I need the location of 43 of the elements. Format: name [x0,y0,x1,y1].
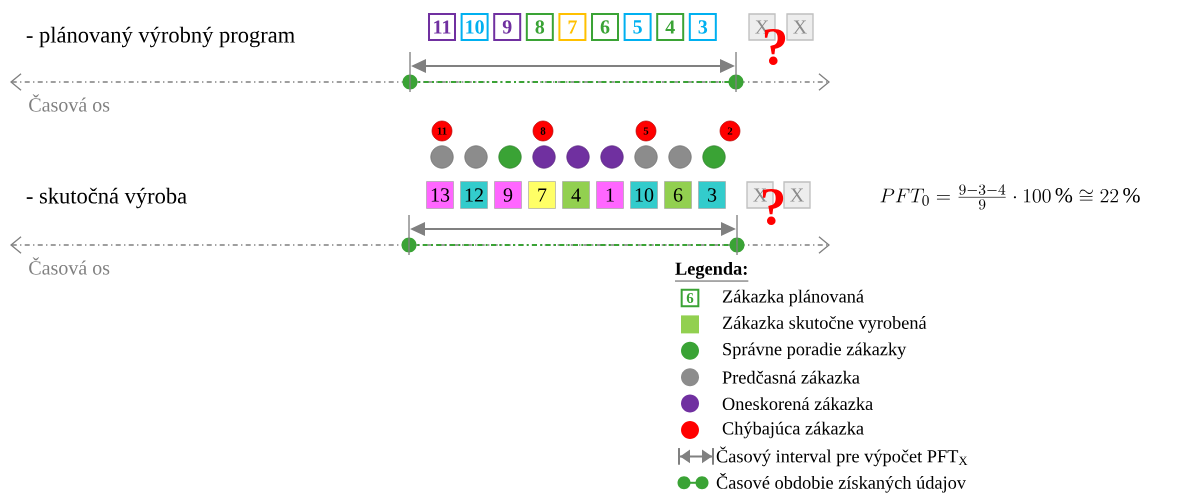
legend-title: Legenda: [674,261,749,282]
order-status-ball [634,145,658,169]
order-status-ball [498,145,522,169]
order-status-ball [430,145,454,169]
legend-text: Chýbajúca zákazka [722,421,864,439]
order-box: 7 [528,181,556,209]
order-status-ball [668,145,692,169]
order-box: 3 [688,13,717,41]
legend-text: Časový interval pre výpočet PFT$_{X}$ [716,446,968,467]
order-box: 10 [630,181,658,209]
legend-text: Zákazka plánovaná [722,289,864,307]
order-box: 12 [460,181,488,209]
order-box: 4 [656,13,685,41]
legend-text: Predčasná zákazka [722,370,860,384]
order-box: 9 [494,181,522,209]
order-box: 10 [460,13,489,41]
order-status-ball [464,145,488,169]
order-box: 3 [698,181,726,209]
legend-text: Oneskorená zákazka [722,397,873,411]
row-label: - plánovaný výrobný program [26,26,295,48]
order-box: 5 [623,13,652,41]
order-status-ball [566,145,590,169]
order-box: 13 [426,181,454,209]
axis-label: Časová os [29,257,110,275]
order-box: 4 [562,181,590,209]
legend-text: Časové obdobie získaných údajov [716,472,966,493]
order-box: 6 [591,13,619,41]
order-box: 9 [493,13,522,41]
order-status-ball [600,145,624,169]
order-box: 11 [428,13,456,41]
legend-text: Zákazka skutočne vyrobená [722,316,927,333]
order-box: 7 [558,13,587,41]
order-box: 6 [664,181,692,209]
axis-label: Časová os [29,94,110,112]
row-label: - skutočná výroba [26,187,187,209]
order-box: 1 [596,181,624,209]
legend-text: Správne poradie zákazky [723,342,907,360]
order-status-ball [532,145,556,169]
order-box: 8 [525,13,554,41]
formula: $PFT_0 = \frac{9 - 3 - 4}{9} \cdot 100\,\% \cong 22\,\%$ [880,184,1140,210]
missing-order-box: X [786,13,814,41]
missing-order-box: X [783,181,811,209]
order-status-ball [702,145,726,169]
